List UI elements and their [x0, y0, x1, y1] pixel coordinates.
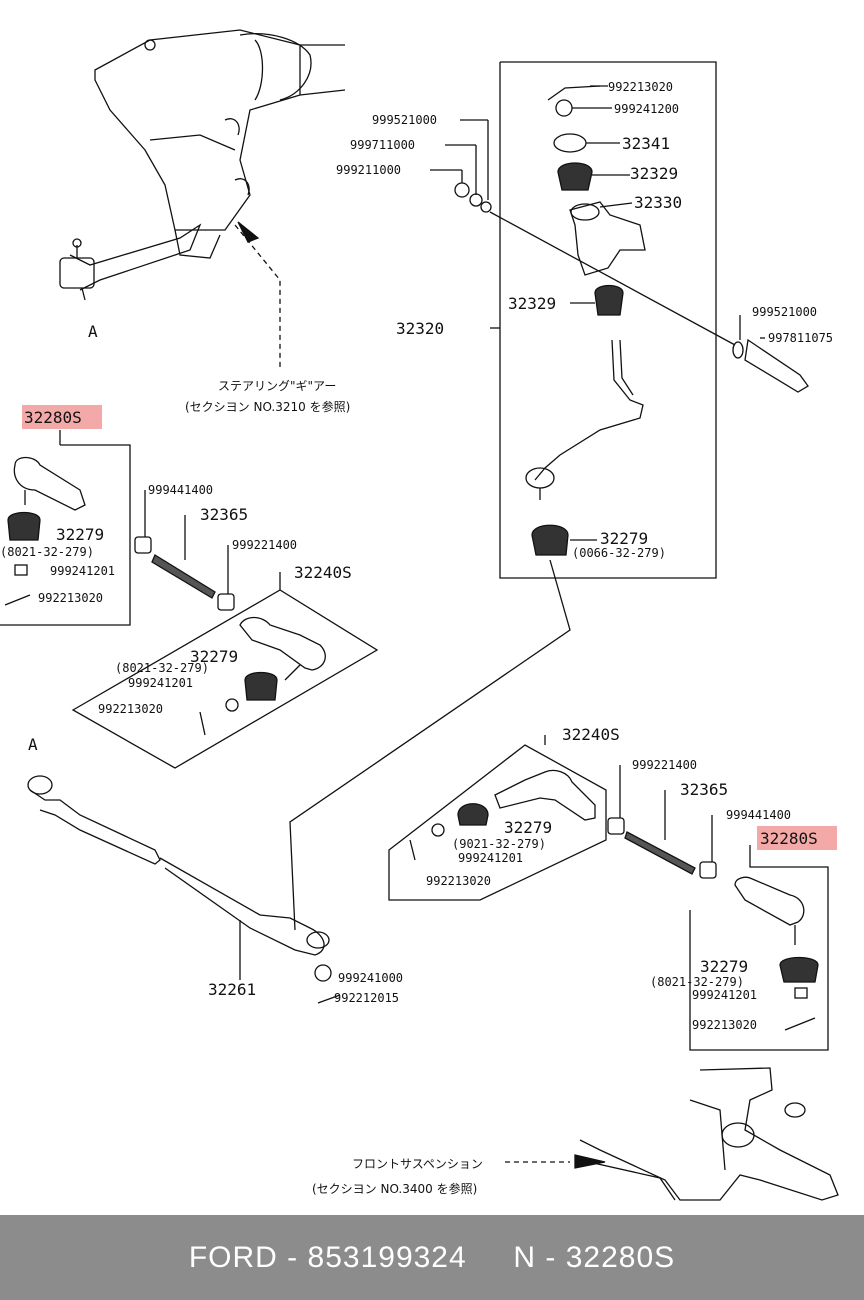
label-32330: 32330: [634, 193, 682, 212]
highlight-left: [22, 405, 102, 429]
footer-gap: [467, 1241, 514, 1275]
footer-sep-2: -: [536, 1240, 566, 1274]
label-992213020-left: 992213020: [38, 591, 103, 605]
label-32279-mid: 32279: [190, 647, 238, 666]
label-999441400-right: 999441400: [726, 808, 791, 822]
label-32320: 32320: [396, 319, 444, 338]
footer-part-number: 853199324: [307, 1240, 467, 1274]
idler-arm-box: [454, 61, 809, 579]
label-32365-right: 32365: [680, 780, 728, 799]
label-997811075: 997811075: [768, 331, 833, 345]
footer-brand: FORD: [188, 1240, 278, 1274]
label-32261: 32261: [208, 980, 256, 999]
label-32329-top: 32329: [630, 164, 678, 183]
label-999221400-left: 999221400: [232, 538, 297, 552]
label-32279-r2: 32279: [504, 818, 552, 837]
footer-bar: FORD - 853199324 N - 32280S: [0, 1215, 864, 1300]
label-32341: 32341: [622, 134, 670, 153]
footer-sep-1: -: [277, 1240, 308, 1274]
label-999241201-mid: 999241201: [128, 676, 193, 690]
parts-diagram: 992213020 999241200 32341 32329 32330 99…: [0, 29, 839, 1201]
label-992213020-r2: 992213020: [426, 874, 491, 888]
label-992213020-mid: 992213020: [98, 702, 163, 716]
marker-a-left: A: [28, 735, 38, 754]
label-999521000-a: 999521000: [372, 113, 437, 127]
label-32279-right-ref: (0066-32-279): [572, 546, 666, 560]
label-32279-right: 32279: [600, 529, 648, 548]
label-32280S-right: 32280S: [760, 829, 818, 848]
footer-n-label: N: [513, 1240, 537, 1274]
steering-gear-box: [94, 29, 346, 259]
label-32240S-left: 32240S: [294, 563, 352, 582]
label-999241201-r3: 999241201: [692, 988, 757, 1002]
center-link: [27, 775, 341, 1004]
label-32279-r3: 32279: [700, 957, 748, 976]
label-999521000-b: 999521000: [752, 305, 817, 319]
tie-rod-end-right-box: [388, 735, 607, 901]
label-999241200: 999241200: [614, 102, 679, 116]
label-front-suspension: フロントサスペンション: [352, 1157, 483, 1171]
label-32329-mid: 32329: [508, 294, 556, 313]
tie-rod-end-left-box: [0, 430, 131, 626]
label-32240S-right: 32240S: [562, 725, 620, 744]
tie-rod-end-mid-box: [71, 572, 379, 769]
label-32279-left: 32279: [56, 525, 104, 544]
label-999241201-left: 999241201: [50, 564, 115, 578]
label-steering-gear-ref: (セクシヨン NO.3210 を参照): [185, 399, 350, 414]
label-999241000: 999241000: [338, 971, 403, 985]
pitman-arm: [59, 223, 202, 301]
label-992213020-r3: 992213020: [692, 1018, 757, 1032]
label-999711000: 999711000: [350, 138, 415, 152]
label-32365-left: 32365: [200, 505, 248, 524]
tie-rod-end-right2-box: [689, 845, 829, 1051]
label-32279-r3-ref: (8021-32-279): [650, 975, 744, 989]
highlight-right: [757, 826, 837, 850]
label-32279-mid-ref: (8021-32-279): [115, 661, 209, 675]
label-steering-gear: ステアリング"ギ"アー: [218, 379, 336, 393]
label-32279-r2-ref: (9021-32-279): [452, 837, 546, 851]
label-999441400-left: 999441400: [148, 483, 213, 497]
front-suspension: [579, 1067, 839, 1201]
label-992212015: 992212015: [334, 991, 399, 1005]
label-999221400-right: 999221400: [632, 758, 697, 772]
label-999241201-r2: 999241201: [458, 851, 523, 865]
label-32280S-left: 32280S: [24, 408, 82, 427]
label-999211000: 999211000: [336, 163, 401, 177]
marker-a-top: A: [88, 322, 98, 341]
label-992213020-top: 992213020: [608, 80, 673, 94]
label-front-suspension-ref: (セクシヨン NO.3400 を参照): [312, 1181, 477, 1196]
label-32279-left-ref: (8021-32-279): [0, 545, 94, 559]
footer-ref-code: 32280S: [565, 1240, 676, 1274]
